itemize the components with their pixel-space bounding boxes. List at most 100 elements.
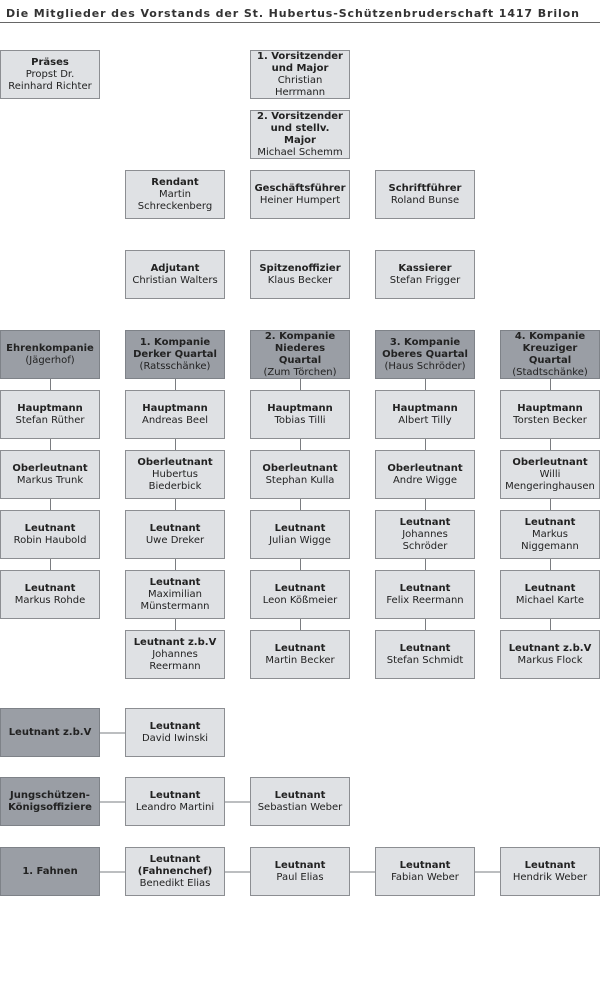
org-box-name: Julian Wigge: [269, 534, 331, 546]
org-box-k1: 1. Kompanie Derker Quartal(Ratsschänke): [125, 330, 225, 379]
org-box-name: Roland Bunse: [390, 194, 460, 206]
org-box-title: Oberleutnant: [137, 456, 213, 468]
org-box-name: Stephan Kulla: [265, 474, 335, 486]
org-box-title: Leutnant: [524, 582, 576, 594]
org-box-k0: Ehrenkompanie(Jägerhof): [0, 330, 100, 379]
org-box-name: Martin Schreckenberg: [137, 188, 213, 212]
org-box-name: Maximilian Münstermann: [140, 588, 210, 612]
org-box-name: Markus Trunk: [16, 474, 84, 486]
org-box-name: (Haus Schröder): [384, 360, 466, 372]
org-box-name: Fabian Weber: [391, 871, 459, 883]
org-box-name: David Iwinski: [141, 732, 209, 744]
org-box-title: Kassierer: [398, 262, 452, 274]
org-box-title: Leutnant: [274, 522, 326, 534]
org-box-title: Leutnant: [274, 582, 326, 594]
org-box-name: Michael Schemm: [257, 146, 343, 158]
org-box-name: Martin Becker: [265, 654, 335, 666]
org-box-title: Leutnant: [149, 522, 201, 534]
org-box-name: Sebastian Weber: [257, 801, 343, 813]
org-box-fahnen-1: Leutnant (Fahnenchef)Benedikt Elias: [125, 847, 225, 896]
org-box-title: Leutnant: [524, 859, 576, 871]
org-box-name: Leandro Martini: [135, 801, 215, 813]
org-box-title: Rendant: [151, 176, 199, 188]
org-box-title: Geschäftsführer: [254, 182, 346, 194]
org-box-name: Uwe Dreker: [145, 534, 205, 546]
org-box-title: Leutnant: [399, 859, 451, 871]
org-box-title: Spitzenoffizier: [259, 262, 341, 274]
org-box-title: Schriftführer: [388, 182, 462, 194]
org-box-title: Leutnant z.b.V: [133, 636, 217, 648]
org-box-title: Präses: [31, 56, 69, 68]
org-box-title: Leutnant: [399, 642, 451, 654]
org-box-zbv: Leutnant z.b.V: [0, 708, 100, 757]
org-box-name: Robin Haubold: [13, 534, 87, 546]
org-box-title: Hauptmann: [142, 402, 208, 414]
org-box-name: Heiner Humpert: [259, 194, 341, 206]
org-box-name: Leon Kößmeier: [262, 594, 338, 606]
org-box-name: Markus Niggemann: [521, 528, 579, 552]
org-box-title: Leutnant: [149, 720, 201, 732]
org-box-name: Felix Reermann: [386, 594, 464, 606]
page-title: Die Mitglieder des Vorstands der St. Hub…: [6, 7, 580, 20]
org-box-title: Leutnant: [149, 576, 201, 588]
org-box-title: 1. Vorsitzender und Major: [257, 50, 343, 74]
org-box-title: Hauptmann: [17, 402, 83, 414]
org-box-title: Leutnant: [524, 516, 576, 528]
org-box-jung: Jungschützen- Königsoffiziere: [0, 777, 100, 826]
org-box-name: Michael Karte: [515, 594, 585, 606]
org-box-title: Leutnant: [149, 789, 201, 801]
org-box-name: (Jägerhof): [25, 354, 75, 366]
org-box-title: Leutnant: [274, 642, 326, 654]
org-box-name: Benedikt Elias: [139, 877, 211, 889]
org-box-title: Leutnant z.b.V: [8, 726, 92, 738]
org-box-name: Christian Herrmann: [274, 74, 326, 98]
org-box-fahnen: 1. Fahnen: [0, 847, 100, 896]
org-box-name: Markus Rohde: [14, 594, 86, 606]
org-box-title: 1. Kompanie Derker Quartal: [133, 336, 217, 360]
org-box-name: Markus Flock: [517, 654, 583, 666]
org-box-name: Stefan Rüther: [15, 414, 85, 426]
org-box-name: (Ratsschänke): [139, 360, 211, 372]
org-box-k2: 2. Kompanie Niederes Quartal(Zum Törchen…: [250, 330, 350, 379]
org-box-name: Andre Wigge: [392, 474, 458, 486]
org-box-k3: 3. Kompanie Oberes Quartal(Haus Schröder…: [375, 330, 475, 379]
org-box-name: Albert Tilly: [398, 414, 452, 426]
org-box-title: Leutnant: [24, 582, 76, 594]
org-box-title: Hauptmann: [392, 402, 458, 414]
org-box-name: Tobias Tilli: [274, 414, 326, 426]
org-box-name: Stefan Schmidt: [386, 654, 464, 666]
org-box-k4: 4. Kompanie Kreuziger Quartal(Stadtschän…: [500, 330, 600, 379]
org-box-name: Klaus Becker: [267, 274, 333, 286]
org-box-name: Stefan Frigger: [389, 274, 461, 286]
org-box-name: Paul Elias: [276, 871, 324, 883]
